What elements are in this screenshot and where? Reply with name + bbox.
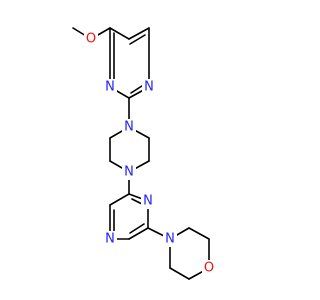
morpholine-n-label: N: [165, 232, 175, 247]
piperazine-nitrogen-bottom: N: [122, 164, 136, 180]
pyrimidine-2-nitrogen-b: N: [103, 231, 117, 247]
morpholine-oxygen-atom: O: [202, 260, 216, 276]
piperazine-n-bottom-label: N: [124, 165, 134, 180]
morpholine-o-label: O: [204, 261, 214, 276]
pyr2-dbl-c: [129, 223, 145, 234]
pyrimidine-1-nitrogen-b: N: [142, 79, 156, 95]
morpholine-nitrogen-atom: N: [163, 231, 177, 247]
piperazine-nitrogen-top: N: [122, 119, 136, 135]
pyrimidine-2-n-b-label: N: [105, 232, 115, 247]
pyrimidine-1-n-a-label: N: [105, 80, 115, 95]
pyrimidine-1-n-b-label: N: [144, 80, 154, 95]
morph-ur-o: [188, 227, 210, 240]
pyr2-c5-c4: [109, 193, 130, 206]
methoxy-oxygen-label: O: [86, 32, 96, 47]
bonds: [72, 27, 210, 280]
pyrimidine-2-nitrogen-a: N: [141, 193, 155, 209]
molecule-structure: O N N N N N N N O: [72, 27, 216, 280]
pyr2-c2-n1: [128, 227, 149, 240]
pyr1-c5-c6: [128, 27, 150, 40]
piperazine-n-top-label: N: [124, 120, 134, 135]
pyrimidine-1-nitrogen-a: N: [103, 79, 117, 95]
methoxy-oxygen-atom: O: [84, 31, 98, 47]
pyr1-dbl-b: [129, 34, 146, 45]
morph-ll-n: [169, 267, 190, 280]
pyr1-c4-c5: [109, 27, 130, 40]
pyrimidine-2-n-a-label: N: [143, 194, 153, 209]
